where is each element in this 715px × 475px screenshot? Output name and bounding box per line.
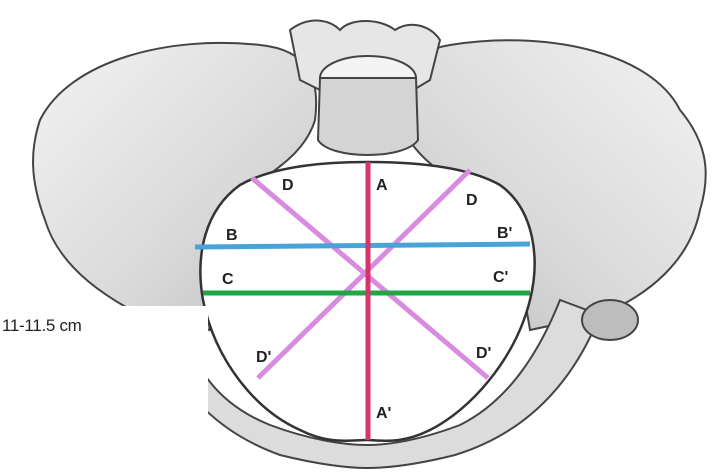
label-d-prime-left: D' <box>256 349 271 366</box>
vertebral-body <box>318 78 418 155</box>
right-ischial-detail <box>582 300 638 340</box>
label-c-prime: C' <box>493 269 508 286</box>
measurement-note: 11-11.5 cm <box>0 306 208 346</box>
label-d-prime-right: D' <box>476 345 491 362</box>
label-b: B <box>226 227 238 244</box>
cover-box <box>0 340 208 470</box>
label-a: A <box>376 177 388 194</box>
label-c: C <box>222 271 234 288</box>
label-b-prime: B' <box>497 225 512 242</box>
label-d-left: D <box>282 177 294 194</box>
line-b-transverse <box>195 244 530 247</box>
label-a-prime: A' <box>376 405 391 422</box>
label-d-right: D <box>466 192 478 209</box>
